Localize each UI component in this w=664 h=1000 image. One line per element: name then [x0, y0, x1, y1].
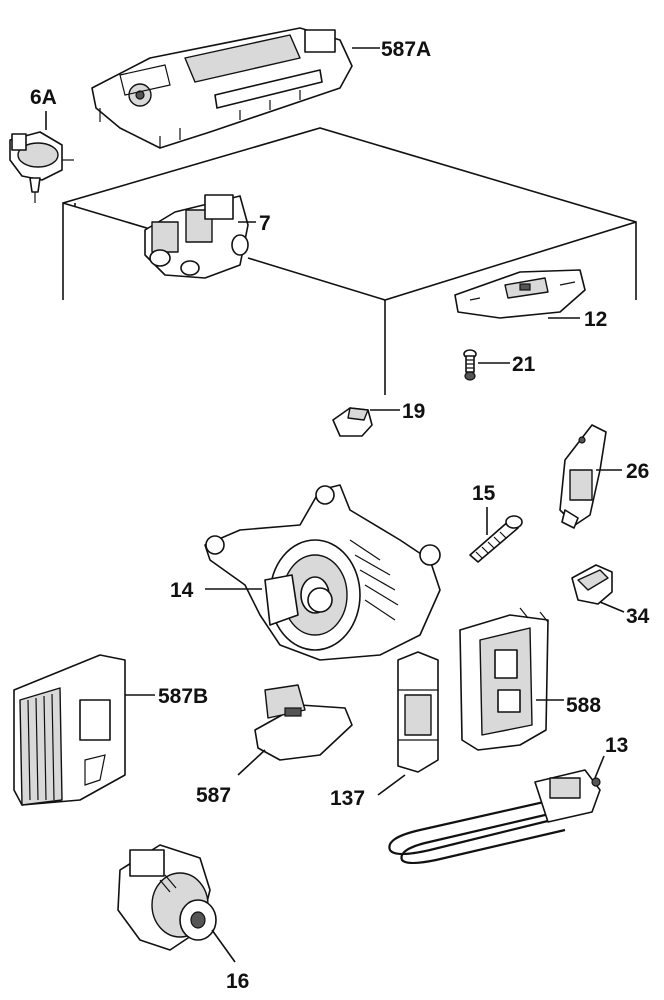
leader-16	[211, 929, 236, 963]
label-7: 7	[259, 212, 271, 235]
label-137: 587	[196, 784, 231, 807]
label-14: 14	[170, 579, 194, 602]
label-6a: 6A	[30, 86, 57, 109]
part-21-screw[interactable]	[463, 349, 477, 381]
leader-588	[377, 774, 406, 796]
label-12: 12	[584, 308, 607, 331]
leader-13	[594, 755, 605, 779]
label-587b: 587B	[158, 685, 208, 708]
part-13-heating-element[interactable]	[388, 769, 601, 865]
label-26: 26	[626, 460, 649, 483]
label-34: 34	[626, 605, 650, 628]
part-588-sensor-module[interactable]	[397, 651, 439, 773]
label-16: 16	[226, 970, 249, 993]
part-26-interlock[interactable]	[559, 424, 607, 529]
part-587a-control-board[interactable]	[91, 27, 353, 149]
label-588: 137	[330, 787, 365, 810]
part-137-filter-board[interactable]	[254, 684, 353, 761]
leader-137	[237, 749, 266, 776]
part-587b-power-module[interactable]	[13, 654, 126, 806]
label-587a: 587A	[381, 38, 431, 61]
label-21: 21	[512, 353, 536, 376]
label-587: 588	[566, 694, 601, 717]
cabinet-outline	[62, 127, 637, 395]
leader-34	[599, 601, 625, 613]
part-6a-pressure-switch[interactable]	[9, 131, 74, 203]
label-19: 19	[402, 400, 425, 423]
label-15: 15	[472, 482, 496, 505]
part-7-inlet-valve[interactable]	[144, 194, 249, 279]
part-15-bolt[interactable]	[469, 515, 523, 563]
part-14-motor[interactable]	[204, 484, 441, 661]
part-587-main-board[interactable]	[459, 607, 549, 751]
part-34-bracket[interactable]	[571, 564, 613, 605]
part-16-drain-pump[interactable]	[117, 844, 217, 951]
part-19-clip[interactable]	[332, 407, 373, 437]
part-12-bracket[interactable]	[454, 269, 586, 319]
label-13: 13	[605, 734, 628, 757]
